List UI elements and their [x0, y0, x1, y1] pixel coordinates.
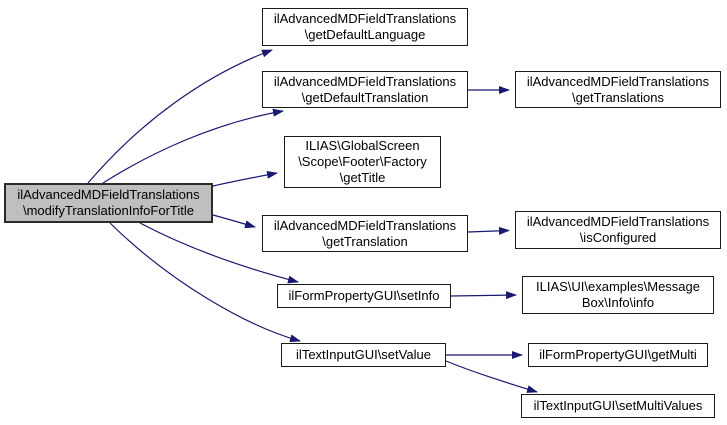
- node-set-multi-values[interactable]: ilTextInputGUI\setMultiValues: [521, 394, 715, 418]
- node-get-multi[interactable]: ilFormPropertyGUI\getMulti: [528, 343, 708, 367]
- edge-main-to-get-title: [212, 170, 278, 187]
- node-set-info[interactable]: ilFormPropertyGUI\setInfo: [277, 284, 451, 308]
- node-message-box-info[interactable]: ILIAS\UI\examples\Message Box\Info\info: [522, 276, 714, 314]
- edge-set-value-to-set-multi-values: [445, 360, 538, 393]
- edge-main-to-get-translation: [212, 214, 256, 229]
- node-modify-translation-info-for-title[interactable]: ilAdvancedMDFieldTranslations \modifyTra…: [4, 183, 213, 223]
- node-set-value[interactable]: ilTextInputGUI\setValue: [281, 343, 446, 367]
- node-is-configured[interactable]: ilAdvancedMDFieldTranslations \isConfigu…: [515, 211, 721, 249]
- node-get-default-translation[interactable]: ilAdvancedMDFieldTranslations \getDefaul…: [262, 71, 468, 108]
- node-get-translations[interactable]: ilAdvancedMDFieldTranslations \getTransl…: [515, 71, 721, 108]
- node-get-title[interactable]: ILIAS\GlobalScreen \Scope\Footer\Factory…: [284, 136, 441, 188]
- edge-main-to-get-default-language: [87, 49, 273, 184]
- node-get-default-language[interactable]: ilAdvancedMDFieldTranslations \getDefaul…: [262, 8, 468, 46]
- edge-get-translation-to-is-configured: [467, 226, 510, 235]
- edge-main-to-set-info: [139, 222, 299, 284]
- edge-set-info-to-message-box-info: [450, 291, 517, 300]
- edge-main-to-get-default-translation: [102, 108, 284, 184]
- edge-main-to-set-value: [109, 222, 301, 343]
- node-get-translation[interactable]: ilAdvancedMDFieldTranslations \getTransl…: [262, 215, 468, 252]
